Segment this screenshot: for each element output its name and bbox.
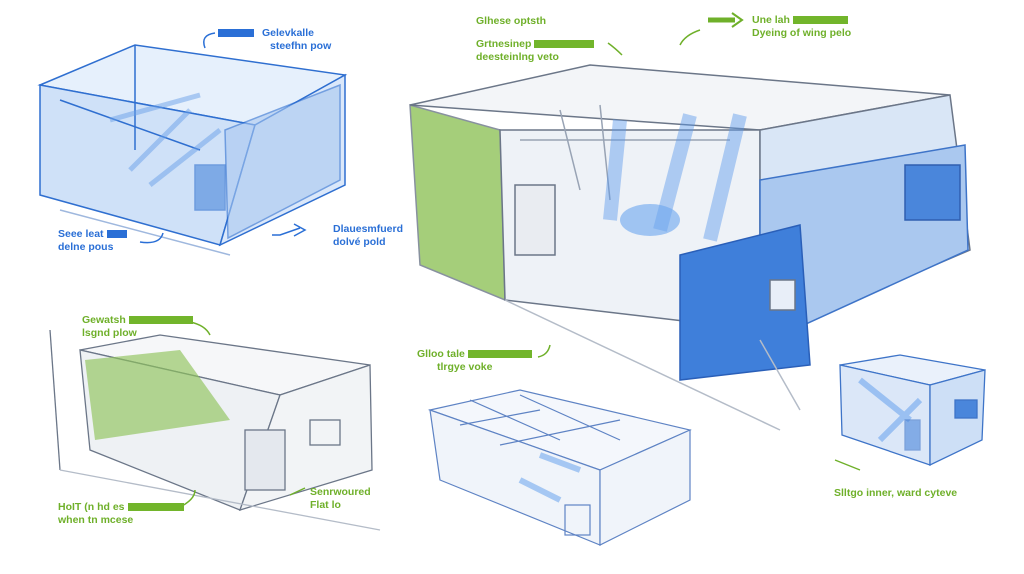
highlight-bar bbox=[467, 350, 532, 359]
label-line2: delne pous bbox=[58, 241, 114, 253]
label-line1: Slltgo inner, ward cyteve bbox=[834, 487, 958, 499]
label-bottom-left-top: Gewatsh lsgnd plow bbox=[82, 314, 193, 340]
label-line2: steefhn pow bbox=[270, 40, 332, 52]
label-line1: Dlauesmfuerd bbox=[333, 223, 404, 235]
label-line2: deesteinlng veto bbox=[476, 51, 559, 63]
highlight-bar bbox=[534, 40, 595, 49]
sketch-bottom-center-layout bbox=[427, 389, 692, 546]
label-top-left-bottom: Seee leat delne pous bbox=[58, 228, 127, 254]
label-top-left-callout: Gelevkalle steefhn pow bbox=[218, 27, 331, 53]
label-line2: lsgnd plow bbox=[82, 327, 137, 339]
label-line2: Dyeing of wing pelo bbox=[752, 27, 852, 39]
label-bottom-right: Slltgo inner, ward cyteve bbox=[834, 487, 957, 500]
label-line1: Glloo tale bbox=[417, 348, 465, 360]
label-line1: Senrwoured bbox=[310, 486, 371, 498]
label-line1: Une lah bbox=[752, 14, 790, 26]
sketch-top-left-room bbox=[37, 44, 348, 256]
highlight-bar bbox=[128, 316, 193, 325]
label-line1: Gewatsh bbox=[82, 314, 126, 326]
label-line2: when tn mcese bbox=[58, 514, 134, 526]
sketch-bottom-left-room bbox=[49, 329, 381, 531]
highlight-bar bbox=[106, 230, 127, 239]
highlight-bar bbox=[127, 503, 184, 512]
label-line2: Flat lo bbox=[310, 499, 341, 511]
label-center-middle: Glloo tale tlrgye voke bbox=[417, 348, 532, 374]
label-right-top: Une lah Dyeing of wing pelo bbox=[752, 14, 851, 40]
label-bottom-left-bottom: HoIT (n hd es when tn mcese bbox=[58, 501, 184, 527]
label-bottom-left-right: Senrwoured Flat lo bbox=[310, 486, 371, 512]
label-line2: tlrgye voke bbox=[437, 361, 493, 373]
label-line1: Seee leat bbox=[58, 228, 104, 240]
highlight-bar bbox=[792, 16, 848, 25]
sketch-bottom-right-room bbox=[834, 354, 986, 471]
sketch-main-container-room bbox=[409, 64, 971, 431]
label-line1: HoIT (n hd es bbox=[58, 501, 125, 513]
highlight-bar bbox=[218, 29, 254, 38]
label-top-left-right: Dlauesmfuerd dolvé pold bbox=[333, 223, 403, 249]
label-line1: Glhese optsth bbox=[476, 15, 547, 27]
label-line2: dolvé pold bbox=[333, 236, 386, 248]
label-center-top-1: Glhese optsth bbox=[476, 15, 546, 28]
label-center-top-2: Grtnesinep deesteinlng veto bbox=[476, 38, 595, 64]
label-line1: Gelevkalle bbox=[262, 27, 314, 39]
label-line1: Grtnesinep bbox=[476, 38, 532, 50]
